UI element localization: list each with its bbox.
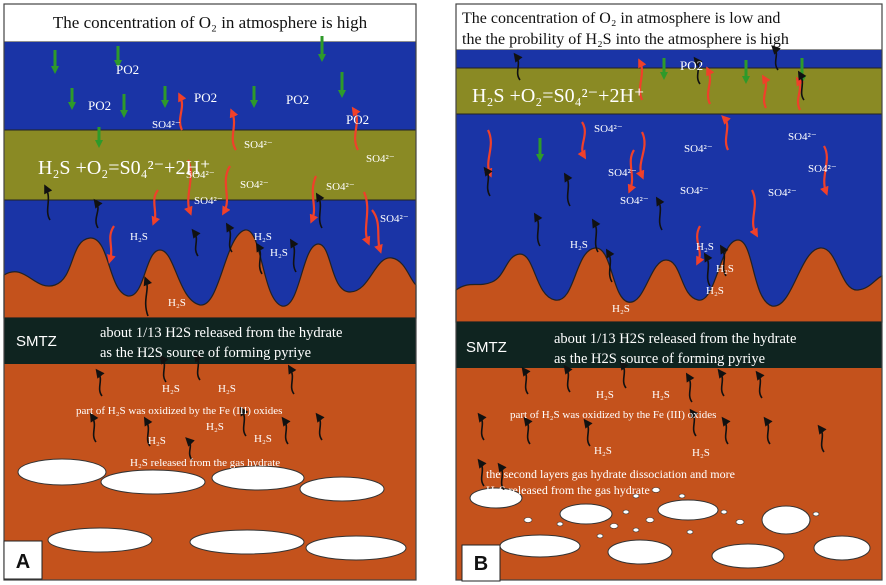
h2s-arrows: [477, 45, 827, 491]
sulfate-label: SO4²⁻: [326, 181, 355, 193]
hydrate-lens: [211, 465, 305, 491]
sulfate-label: SO4²⁻: [608, 167, 637, 179]
sulfate-label: SO4²⁻: [808, 163, 837, 175]
hydrate-lens: [17, 458, 107, 486]
h2s-label: H₂S: [254, 231, 272, 243]
po2-label: PO2: [88, 98, 111, 113]
panel-b-atmosphere-line1: The concentration of O₂ in atmosphere is…: [462, 10, 780, 27]
po2-label: PO2: [194, 90, 217, 105]
sulfate-label: SO4²⁻: [680, 185, 709, 197]
panel-b-label: B: [474, 553, 488, 575]
hydrate-lens: [189, 529, 305, 555]
sulfate-labels: SO4²⁻ SO4²⁻ SO4²⁻ SO4²⁻ SO4²⁻ SO4²⁻ SO4²…: [152, 119, 409, 225]
h2s-label: H₂S: [716, 263, 734, 275]
h2s-labels: H₂S H₂S H₂S H₂S H₂S H₂S H₂S H₂S H₂S: [130, 231, 288, 447]
hydrate-lens: [469, 487, 523, 509]
panel-b-oxidized-text: part of H₂S was oxidized by the Fe (III)…: [510, 409, 716, 421]
sulfate-label: SO4²⁻: [788, 131, 817, 143]
hydrate-lens: [47, 527, 153, 553]
sulfate-label: SO4²⁻: [240, 179, 269, 191]
hydrate-lens: [559, 503, 613, 525]
po2-labels: PO2 PO2 PO2 PO2 PO2: [88, 62, 369, 127]
panel-a: The concentration of O₂ in atmosphere is…: [3, 3, 417, 581]
h2s-label: H₂S: [162, 383, 180, 395]
panel-a-atmosphere-text: The concentration of O₂ in atmosphere is…: [53, 13, 368, 32]
sulfate-label: SO4²⁻: [380, 213, 409, 225]
panel-a-label-box: [3, 540, 43, 580]
panel-a-label: A: [16, 551, 30, 573]
h2s-label: H₂S: [206, 421, 224, 433]
gas-bubbles: [523, 487, 820, 539]
panel-b-release-line1: the second layers gas hydrate dissociati…: [486, 467, 735, 481]
panel-a-oxidized-text: part of H₂S was oxidized by the Fe (III)…: [76, 405, 282, 417]
h2s-label: H₂S: [612, 303, 630, 315]
hydrate-lens: [711, 543, 785, 569]
sulfate-label: SO4²⁻: [194, 195, 223, 207]
panel-a-atmosphere: [3, 3, 417, 43]
sulfate-label: SO4²⁻: [152, 119, 181, 131]
h2s-label: H₂S: [270, 247, 288, 259]
sulfate-label: SO4²⁻: [244, 139, 273, 151]
panel-b-sediment-wavy: [455, 239, 883, 323]
h2s-label: H₂S: [168, 297, 186, 309]
panel-a-smtz-label: SMTZ: [16, 333, 57, 350]
h2s-label: H₂S: [218, 383, 236, 395]
panel-b: The concentration of O₂ in atmosphere is…: [455, 3, 883, 582]
panel-b-atmosphere-line2: the the probility of H₂S into the atmosp…: [462, 31, 789, 48]
po2-label: PO2: [286, 92, 309, 107]
panel-b-smtz-line2: as the H2S source of forming pyriye: [554, 351, 765, 367]
sulfate-label: SO4²⁻: [620, 195, 649, 207]
sulfate-label: SO4²⁻: [768, 187, 797, 199]
h2s-labels: H₂S H₂S H₂S H₂S H₂S H₂S H₂S H₂S H₂S: [570, 239, 734, 459]
hydrate-lens: [499, 534, 581, 558]
hydrate-lens: [100, 469, 206, 495]
panel-b-smtz-line1: about 1/13 H2S released from the hydrate: [554, 331, 796, 347]
panel-a-smtz-band: [4, 318, 416, 364]
panel-b-release-line2: H₂S released from the gas hydrate: [486, 483, 650, 497]
panel-a-reaction: H₂S +O₂=S0₄²⁻+2H⁺: [38, 157, 210, 179]
o2-arrows: [51, 36, 346, 148]
panel-b-label-box: [461, 544, 501, 582]
hydrate-lens: [761, 505, 811, 535]
h2s-label: H₂S: [696, 241, 714, 253]
sulfate-label: SO4²⁻: [366, 153, 395, 165]
h2s-label: H₂S: [148, 435, 166, 447]
h2s-label: H₂S: [652, 389, 670, 401]
hydrate-lens: [607, 539, 673, 565]
panel-b-reaction: H₂S +O₂=S0₄²⁻+2H⁺: [472, 85, 644, 107]
panel-a-smtz-line2: as the H2S source of forming pyriye: [100, 345, 311, 361]
h2s-label: H₂S: [254, 433, 272, 445]
po2-label: PO2: [116, 62, 139, 77]
panel-b-smtz-label: SMTZ: [466, 339, 507, 356]
h2s-arrows: [44, 184, 325, 461]
po2-label: PO2: [346, 112, 369, 127]
h2s-label: H₂S: [706, 285, 724, 297]
sulfate-label: SO4²⁻: [684, 143, 713, 155]
panel-a-release-text: H₂S released from the gas hydrate: [130, 457, 280, 469]
h2s-label: H₂S: [594, 445, 612, 457]
sulfate-arrows: [107, 92, 383, 264]
h2s-label: H₂S: [570, 239, 588, 251]
panel-a-smtz-line1: about 1/13 H2S released from the hydrate: [100, 325, 342, 341]
panel-a-oxidation-band: [3, 129, 417, 201]
h2s-label: H₂S: [596, 389, 614, 401]
hydrate-lens: [813, 535, 871, 561]
panel-b-smtz-band: [456, 322, 882, 368]
h2s-label: H₂S: [692, 447, 710, 459]
h2s-label: H₂S: [130, 231, 148, 243]
o2-arrows: [536, 58, 806, 162]
sulfate-label: SO4²⁻: [186, 169, 215, 181]
hydrate-lens: [305, 535, 407, 561]
hydrate-lens: [657, 499, 719, 521]
sulfate-labels: SO4²⁻ SO4²⁻ SO4²⁻ SO4²⁻ SO4²⁻ SO4²⁻ SO4²…: [594, 123, 837, 207]
hydrate-lens: [299, 476, 385, 502]
sulfate-label: SO4²⁻: [594, 123, 623, 135]
panel-a-sediment-wavy: [3, 229, 417, 319]
po2-label: PO2: [680, 58, 703, 73]
